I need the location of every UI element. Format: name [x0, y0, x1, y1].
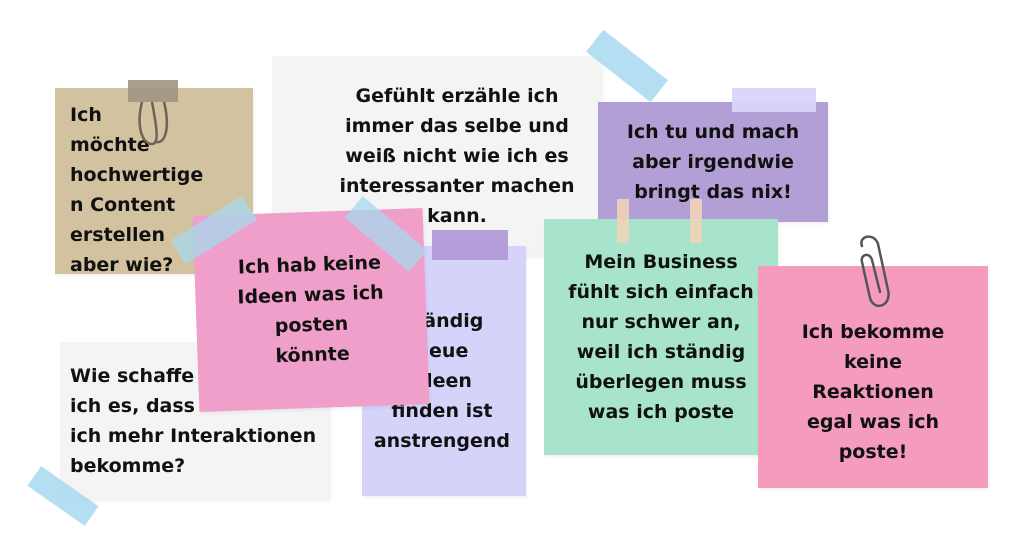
- tape-peach-left: [617, 199, 629, 243]
- note-purple-text: Ich tu und mach aber irgendwie bringt da…: [626, 121, 800, 203]
- note-gray-top-text: Gefühlt erzähle ich immer das selbe und …: [339, 85, 575, 227]
- note-beige-text: Ich möchte hochwertige n Content erstell…: [70, 104, 204, 276]
- paper-clip-icon: [860, 235, 890, 308]
- note-mint-text: Mein Business fühlt sich einfach nur sch…: [568, 251, 754, 423]
- tape-lavender-purple-note: [732, 88, 816, 112]
- note-gray-bottom-text: Wie schaffe ich es, dass ich mehr Intera…: [70, 365, 317, 477]
- tape-peach-right: [690, 199, 702, 243]
- note-pink-text: Ich hab keine Ideen was ich posten könnt…: [237, 251, 384, 368]
- note-mint: Mein Business fühlt sich einfach nur sch…: [544, 219, 778, 455]
- note-lavender: Ständig neue Ideen finden ist anstrengen…: [362, 246, 526, 496]
- binder-clip-icon: [128, 80, 178, 146]
- note-lavender-text: Ständig neue Ideen finden ist anstrengen…: [373, 310, 510, 452]
- note-hot-pink-text: Ich bekomme keine Reaktionen egal was ic…: [801, 321, 945, 463]
- tape-purple-lavender-note: [432, 230, 508, 260]
- note-purple: Ich tu und mach aber irgendwie bringt da…: [598, 102, 828, 222]
